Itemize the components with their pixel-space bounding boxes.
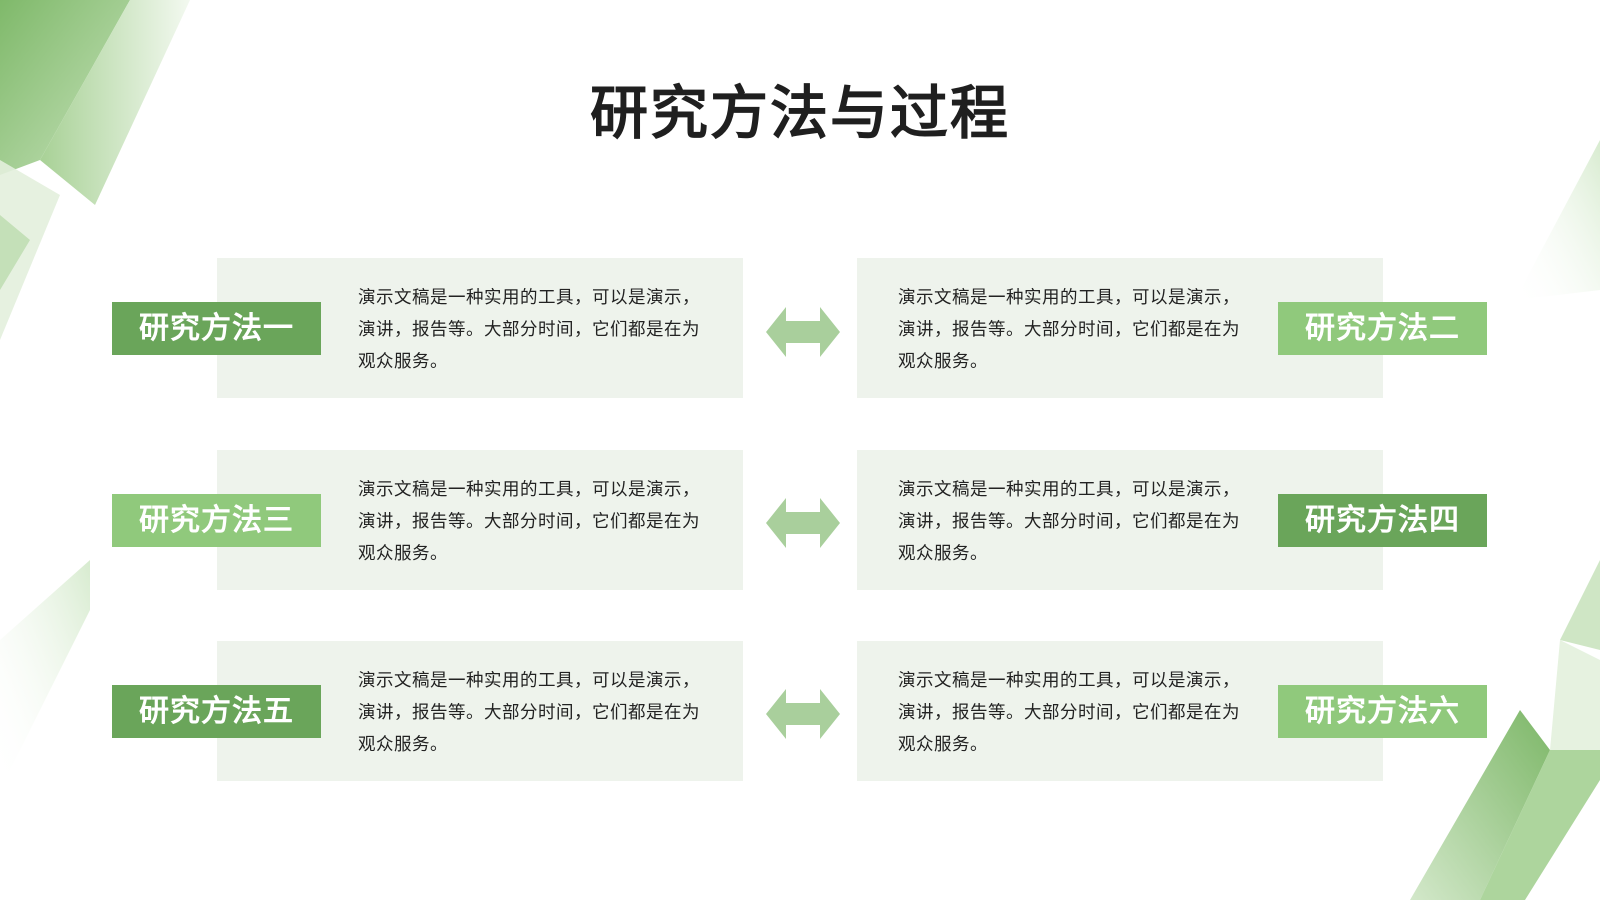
method-description: 演示文稿是一种实用的工具，可以是演示，演讲，报告等。大部分时间，它们都是在为观众… <box>898 671 1240 755</box>
method-label-1: 研究方法一 <box>112 302 321 355</box>
method-description: 演示文稿是一种实用的工具，可以是演示，演讲，报告等。大部分时间，它们都是在为观众… <box>898 480 1240 564</box>
double-arrow-icon <box>766 307 840 357</box>
page-title: 研究方法与过程 <box>589 79 1010 147</box>
method-description: 演示文稿是一种实用的工具，可以是演示，演讲，报告等。大部分时间，它们都是在为观众… <box>898 288 1240 372</box>
double-arrow-icon <box>766 689 840 739</box>
method-label-3: 研究方法三 <box>112 494 321 547</box>
method-description: 演示文稿是一种实用的工具，可以是演示，演讲，报告等。大部分时间，它们都是在为观众… <box>358 288 700 372</box>
method-description: 演示文稿是一种实用的工具，可以是演示，演讲，报告等。大部分时间，它们都是在为观众… <box>358 671 700 755</box>
method-label-2: 研究方法二 <box>1278 302 1487 355</box>
double-arrow-icon <box>766 498 840 548</box>
method-label-6: 研究方法六 <box>1278 685 1487 738</box>
method-description: 演示文稿是一种实用的工具，可以是演示，演讲，报告等。大部分时间，它们都是在为观众… <box>358 480 700 564</box>
method-label-5: 研究方法五 <box>112 685 321 738</box>
method-label-4: 研究方法四 <box>1278 494 1487 547</box>
